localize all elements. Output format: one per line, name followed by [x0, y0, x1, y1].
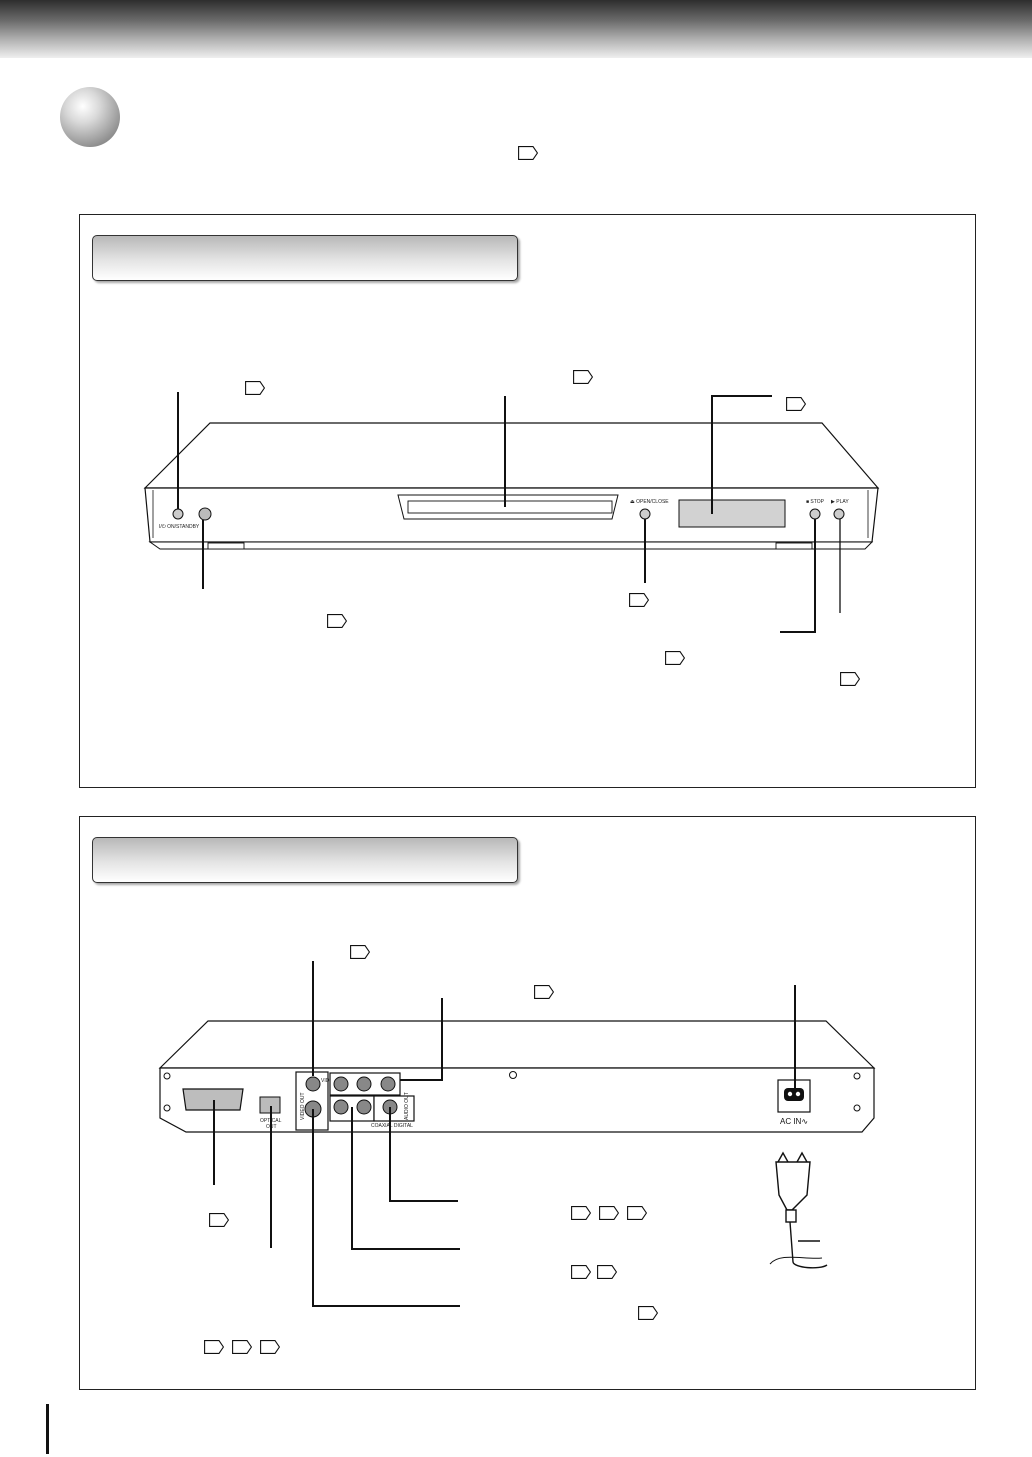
- rear-panel-title-box: [92, 837, 518, 883]
- video-label: VIDEO: [321, 1078, 337, 1084]
- video-out-label: VIDEO OUT: [300, 1092, 306, 1120]
- page-ref-markers-rear: [203, 945, 659, 1354]
- open-close-label: ⏏ OPEN/CLOSE: [630, 499, 669, 505]
- video-jack: [305, 1076, 321, 1092]
- play-button[interactable]: [833, 508, 845, 520]
- page-margin-bar: [46, 1404, 49, 1454]
- coaxial-digital-label: COAXIAL DIGITAL: [371, 1123, 413, 1129]
- play-label: ▶ PLAY: [831, 499, 849, 505]
- remote-sensor: [198, 507, 212, 521]
- audio-out-label: AUDIO OUT: [404, 1092, 410, 1120]
- section-bullet-sphere: [60, 87, 120, 147]
- display-window: [678, 499, 786, 528]
- stop-label: ■ STOP: [806, 499, 825, 505]
- scart-connector: [182, 1088, 244, 1111]
- power-cord-illustration: [769, 1151, 828, 1269]
- standby-label: I/⏻ ON/STANDBY: [159, 524, 200, 530]
- ac-in-label: AC IN∿: [780, 1117, 808, 1126]
- front-panel-title-box: [92, 235, 518, 281]
- header-band: [0, 0, 1032, 58]
